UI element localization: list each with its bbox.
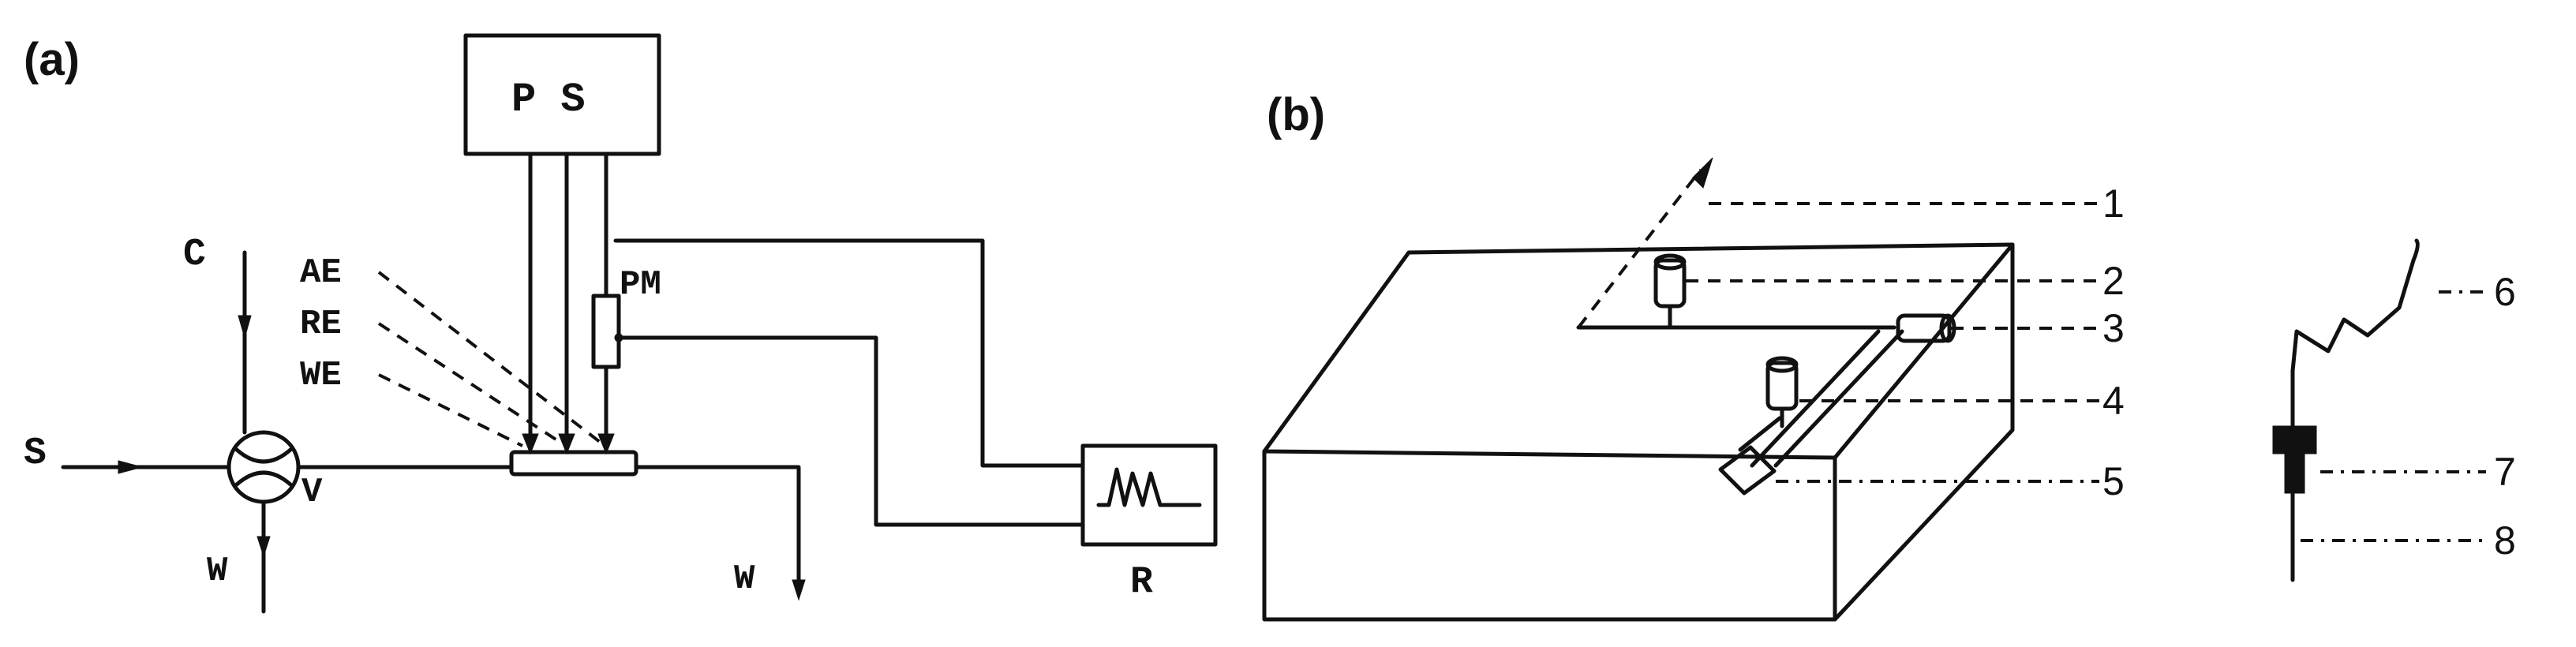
- valve-inner-2: [234, 470, 293, 487]
- waste-left-arrow: [256, 536, 271, 558]
- arrow-ae: [522, 433, 539, 455]
- flow-line-out: [634, 465, 801, 590]
- component-4-top: [1765, 356, 1799, 373]
- we-leader: [378, 373, 523, 447]
- arrow-we: [597, 433, 615, 455]
- channel-diagonal-2: [1773, 329, 1904, 468]
- re-leader: [377, 322, 564, 445]
- resistor-tap-dot: [614, 333, 623, 342]
- callout-7: 7: [2494, 450, 2516, 494]
- recorder-peaks-icon: [1096, 467, 1202, 507]
- ae-label: AE: [300, 253, 342, 293]
- recorder-label: R: [1130, 561, 1153, 604]
- callout-6: 6: [2494, 270, 2516, 314]
- electrode-lead-wire-6: [2290, 238, 2420, 373]
- cell-block-top: [1262, 242, 2015, 460]
- photomultiplier-label: PM: [620, 265, 661, 305]
- component-5-body: [1718, 445, 1777, 496]
- channel-diagonal: [1750, 329, 1881, 468]
- we-label: WE: [300, 356, 342, 395]
- callout-4: 4: [2102, 379, 2125, 423]
- outlet-dashed: [1577, 168, 1702, 329]
- recorder-box: [1080, 443, 1218, 547]
- power-supply-label: P S: [511, 77, 586, 123]
- signal-line: [850, 335, 1085, 527]
- valve-inner-1: [234, 447, 293, 464]
- component-3-cylinder: [1896, 313, 1952, 343]
- callout-2: 2: [2102, 259, 2125, 303]
- panel-a-label: (a): [24, 34, 80, 85]
- panel-b-label: (b): [1267, 89, 1325, 140]
- sample-arrow: [118, 460, 144, 474]
- sample-label: S: [24, 432, 47, 475]
- cell-block-front: [1262, 449, 1837, 622]
- waste-right-label: W: [734, 559, 755, 599]
- electrode-cap-7: [2272, 425, 2317, 494]
- waste-right-arrow: [792, 579, 806, 601]
- valve-icon: [227, 430, 301, 504]
- component-5-rod: [1738, 416, 1782, 452]
- component-2-top: [1653, 253, 1687, 271]
- resistor: [591, 294, 621, 369]
- c-arrow: [238, 315, 252, 339]
- re-label: RE: [300, 305, 342, 344]
- callout-5: 5: [2102, 459, 2125, 503]
- cell-block-side: [1833, 242, 2015, 622]
- valve-label: V: [301, 473, 323, 512]
- callout-1: 1: [2102, 181, 2125, 226]
- power-supply-box: [463, 33, 661, 156]
- arrow-re: [558, 433, 575, 455]
- ae-leader: [377, 271, 601, 443]
- callout-3: 3: [2102, 306, 2125, 350]
- callout-8: 8: [2494, 518, 2516, 563]
- outlet-arrow: [1692, 157, 1713, 189]
- pm-line: [613, 238, 1085, 468]
- waste-left-label: W: [207, 552, 228, 591]
- c-label: C: [183, 234, 206, 276]
- flow-cell: [509, 450, 638, 477]
